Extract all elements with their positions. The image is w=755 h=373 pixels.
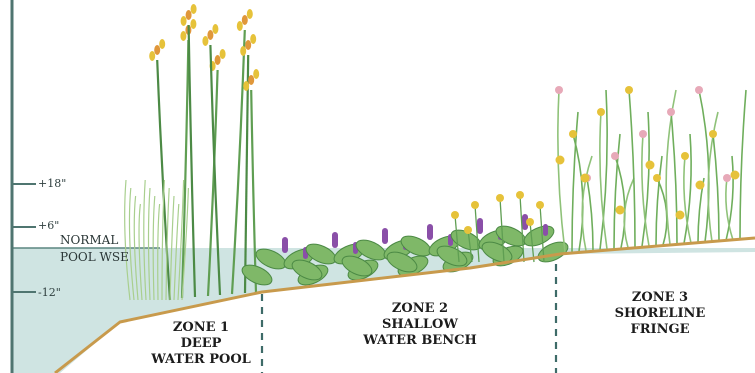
yellow-flower bbox=[451, 211, 459, 219]
reed-seed-head bbox=[180, 31, 186, 41]
fringe-flower bbox=[611, 152, 619, 160]
zone-1-line-1: ZONE 1 bbox=[148, 320, 254, 336]
zone-2-line-2: SHALLOW bbox=[350, 317, 490, 333]
fringe-flower bbox=[646, 161, 655, 170]
scale-label-plus-6: +6" bbox=[38, 219, 59, 232]
fringe-flower bbox=[667, 108, 675, 116]
yellow-flower bbox=[464, 226, 472, 234]
zone-1-line-2: DEEP bbox=[148, 336, 254, 352]
yellow-flower bbox=[496, 194, 504, 202]
reed-seed-head bbox=[215, 55, 221, 65]
reed-seed-head bbox=[202, 36, 208, 46]
reed-seed-head bbox=[237, 21, 243, 31]
fringe-stem bbox=[671, 112, 677, 244]
fringe-stem bbox=[740, 90, 746, 240]
fringe-stem bbox=[713, 134, 719, 241]
reed-seed-head bbox=[190, 19, 196, 29]
reed-seed-head bbox=[159, 39, 165, 49]
yellow-flower bbox=[526, 218, 534, 226]
yellow-flower bbox=[471, 201, 479, 209]
zone-2-line-3: WATER BENCH bbox=[350, 333, 490, 349]
reed-seed-head bbox=[220, 49, 226, 59]
fringe-flower bbox=[709, 130, 717, 138]
scale-label-minus-12: -12" bbox=[38, 286, 61, 299]
fringe-stem bbox=[629, 90, 635, 247]
fringe-flower bbox=[676, 211, 685, 220]
reed-seed-head bbox=[240, 46, 246, 56]
fringe-flower bbox=[569, 130, 577, 138]
fringe-flower bbox=[581, 174, 590, 183]
fringe-flower bbox=[625, 86, 633, 94]
reed-seed-head bbox=[242, 15, 248, 25]
fringe-flower bbox=[597, 108, 605, 116]
reed-seed-head bbox=[253, 69, 259, 79]
purple-flower-spike bbox=[332, 232, 338, 248]
fringe-flower bbox=[681, 152, 689, 160]
reed-seed-head bbox=[207, 30, 213, 40]
reed-seed-head bbox=[247, 9, 253, 19]
fringe-stem bbox=[558, 90, 565, 252]
reed-seed-head bbox=[191, 4, 197, 14]
zone-1-line-3: WATER POOL bbox=[148, 352, 254, 368]
purple-flower-spike bbox=[543, 224, 548, 236]
zone-1-label: ZONE 1 DEEP WATER POOL bbox=[148, 320, 254, 368]
yellow-flower bbox=[536, 201, 544, 209]
zone-3-line-3: FRINGE bbox=[600, 322, 720, 338]
fringe-flower bbox=[695, 86, 703, 94]
zone-3-line-2: SHORELINE bbox=[600, 306, 720, 322]
plants-layer bbox=[125, 4, 746, 300]
fringe-flower bbox=[731, 171, 740, 180]
fringe-flower bbox=[616, 206, 625, 215]
purple-flower-spike bbox=[477, 218, 483, 234]
fringe-flower bbox=[653, 174, 661, 182]
purple-flower-spike bbox=[282, 237, 288, 253]
fringe-flower bbox=[723, 174, 731, 182]
fringe-flower bbox=[556, 156, 565, 165]
fringe-stem bbox=[587, 178, 593, 250]
purple-flower-spike bbox=[382, 228, 388, 244]
reed-seed-head bbox=[243, 81, 249, 91]
fringe-stem bbox=[614, 134, 620, 249]
yellow-flower bbox=[516, 191, 524, 199]
zone-3-label: ZONE 3 SHORELINE FRINGE bbox=[600, 290, 720, 338]
reed-seed-head bbox=[250, 34, 256, 44]
reed-seed-head bbox=[245, 40, 251, 50]
reed-seed-head bbox=[248, 75, 254, 85]
fringe-stem bbox=[656, 156, 662, 246]
fringe-flower bbox=[696, 181, 705, 190]
reed-seed-head bbox=[149, 51, 155, 61]
reed-seed-head bbox=[181, 16, 187, 26]
purple-flower-spike bbox=[427, 224, 433, 240]
scale-label-plus-18: +18" bbox=[38, 177, 66, 190]
fringe-stem bbox=[699, 90, 709, 242]
zone-2-line-1: ZONE 2 bbox=[350, 301, 490, 317]
reed-seed-head bbox=[212, 24, 218, 34]
fringe-flower bbox=[639, 130, 647, 138]
normal-label: NORMAL bbox=[60, 233, 118, 247]
reed-seed-head bbox=[186, 10, 192, 20]
reed-seed-head bbox=[154, 45, 160, 55]
zone-3-line-1: ZONE 3 bbox=[600, 290, 720, 306]
pool-wse-label: POOL WSE bbox=[60, 250, 129, 264]
fringe-flower bbox=[555, 86, 563, 94]
zone-2-label: ZONE 2 SHALLOW WATER BENCH bbox=[350, 301, 490, 349]
